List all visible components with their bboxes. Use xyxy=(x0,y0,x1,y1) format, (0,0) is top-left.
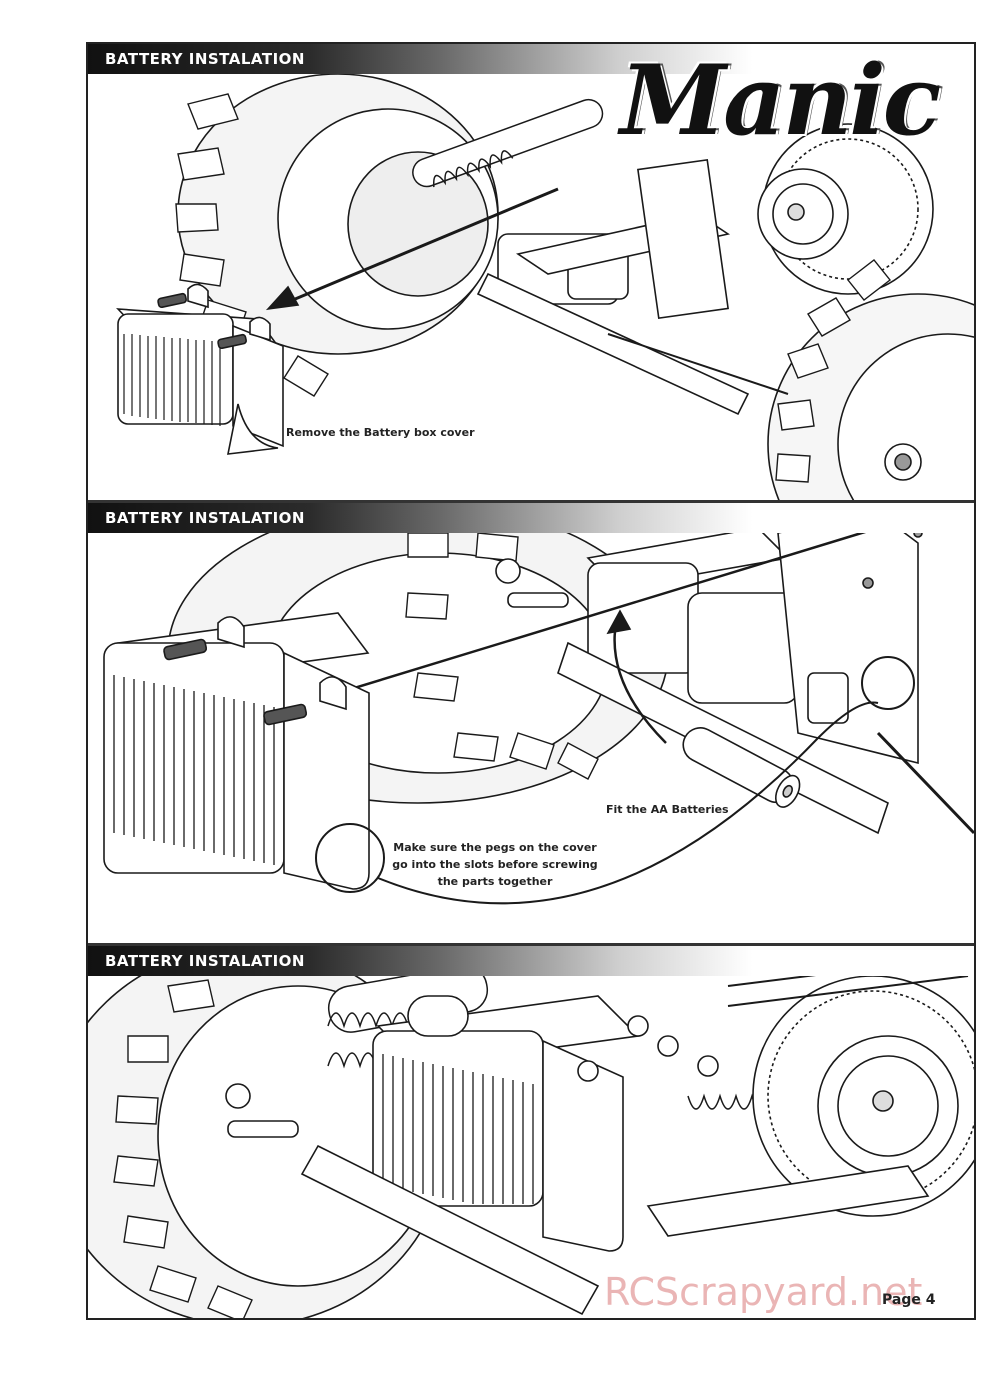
pegs-note-line-3: the parts together xyxy=(437,875,553,888)
section-divider xyxy=(88,500,974,503)
pegs-note-line-1: Make sure the pegs on the cover xyxy=(393,841,597,854)
section-header: BATTERY INSTALATION xyxy=(88,946,974,976)
exploded-view-illustration xyxy=(103,503,974,905)
section-header: BATTERY INSTALATION xyxy=(88,44,974,74)
pegs-note-caption: Make sure the pegs on the cover go into … xyxy=(390,839,600,890)
section-divider xyxy=(88,943,974,946)
battery-installation-step-1: BATTERY INSTALATION xyxy=(88,44,974,500)
exploded-view-illustration xyxy=(116,73,974,500)
section-header: BATTERY INSTALATION xyxy=(88,503,974,533)
watermark: RCScrapyard.net xyxy=(604,1270,923,1314)
fit-batteries-caption: Fit the AA Batteries xyxy=(606,803,729,816)
battery-installation-step-3: BATTERY INSTALATION xyxy=(88,946,974,1318)
step-1-caption: Remove the Battery box cover xyxy=(286,426,475,439)
battery-installation-step-2: BATTERY INSTALATION xyxy=(88,503,974,943)
assembled-view-illustration xyxy=(88,946,974,1318)
page-number: Page 4 xyxy=(882,1292,936,1308)
manic-logo: Manic xyxy=(620,44,941,157)
pegs-note-line-2: go into the slots before screwing xyxy=(392,858,598,871)
